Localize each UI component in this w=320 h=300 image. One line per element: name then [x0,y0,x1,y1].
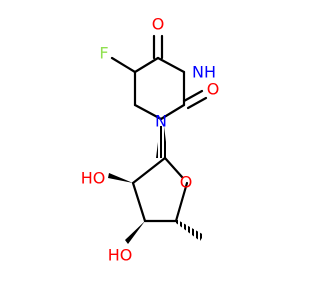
bond-n1-c1-hashed [156,126,168,158]
bond-c5-c4 [133,56,160,74]
bond-c2-o-right-2 [186,96,208,110]
atom-oxygen-top: O [152,15,165,34]
atom-fluorine: F [99,44,108,63]
bond-c2-oh-wedge [108,173,133,183]
bond-c4-methyl-hashed [176,219,204,241]
atom-hydrogen-nh: H [204,63,216,82]
pyrimidine-ring [133,56,186,121]
molecule-canvas: F O N H O N O HO HO [80,14,220,265]
bond-c4-n3 [156,56,186,74]
bond-c3-oh-wedge [125,221,145,244]
bond-c2-n1 [159,103,186,121]
atom-hydroxyl-lower: HO [108,246,133,265]
bond-c2-c1 [131,156,167,185]
atom-nitrogen-ring: N [155,112,167,131]
bond-c5-f [110,56,137,74]
bond-c2-o-right-1 [182,89,204,103]
bond-c3-c2 [131,181,147,223]
atom-oxygen-right: O [207,80,220,99]
sugar-ring [131,126,189,223]
bond-n1-c6 [133,103,163,121]
bond-o4-c4 [174,181,189,223]
bond-c1-o4 [163,156,184,179]
atom-hydroxyl-upper: HO [81,169,106,188]
atom-nitrogen-nh: N [192,63,204,82]
atom-oxygen-ring: O [180,173,193,192]
molecule-structure-diagram: F O N H O N O HO HO [81,15,220,265]
